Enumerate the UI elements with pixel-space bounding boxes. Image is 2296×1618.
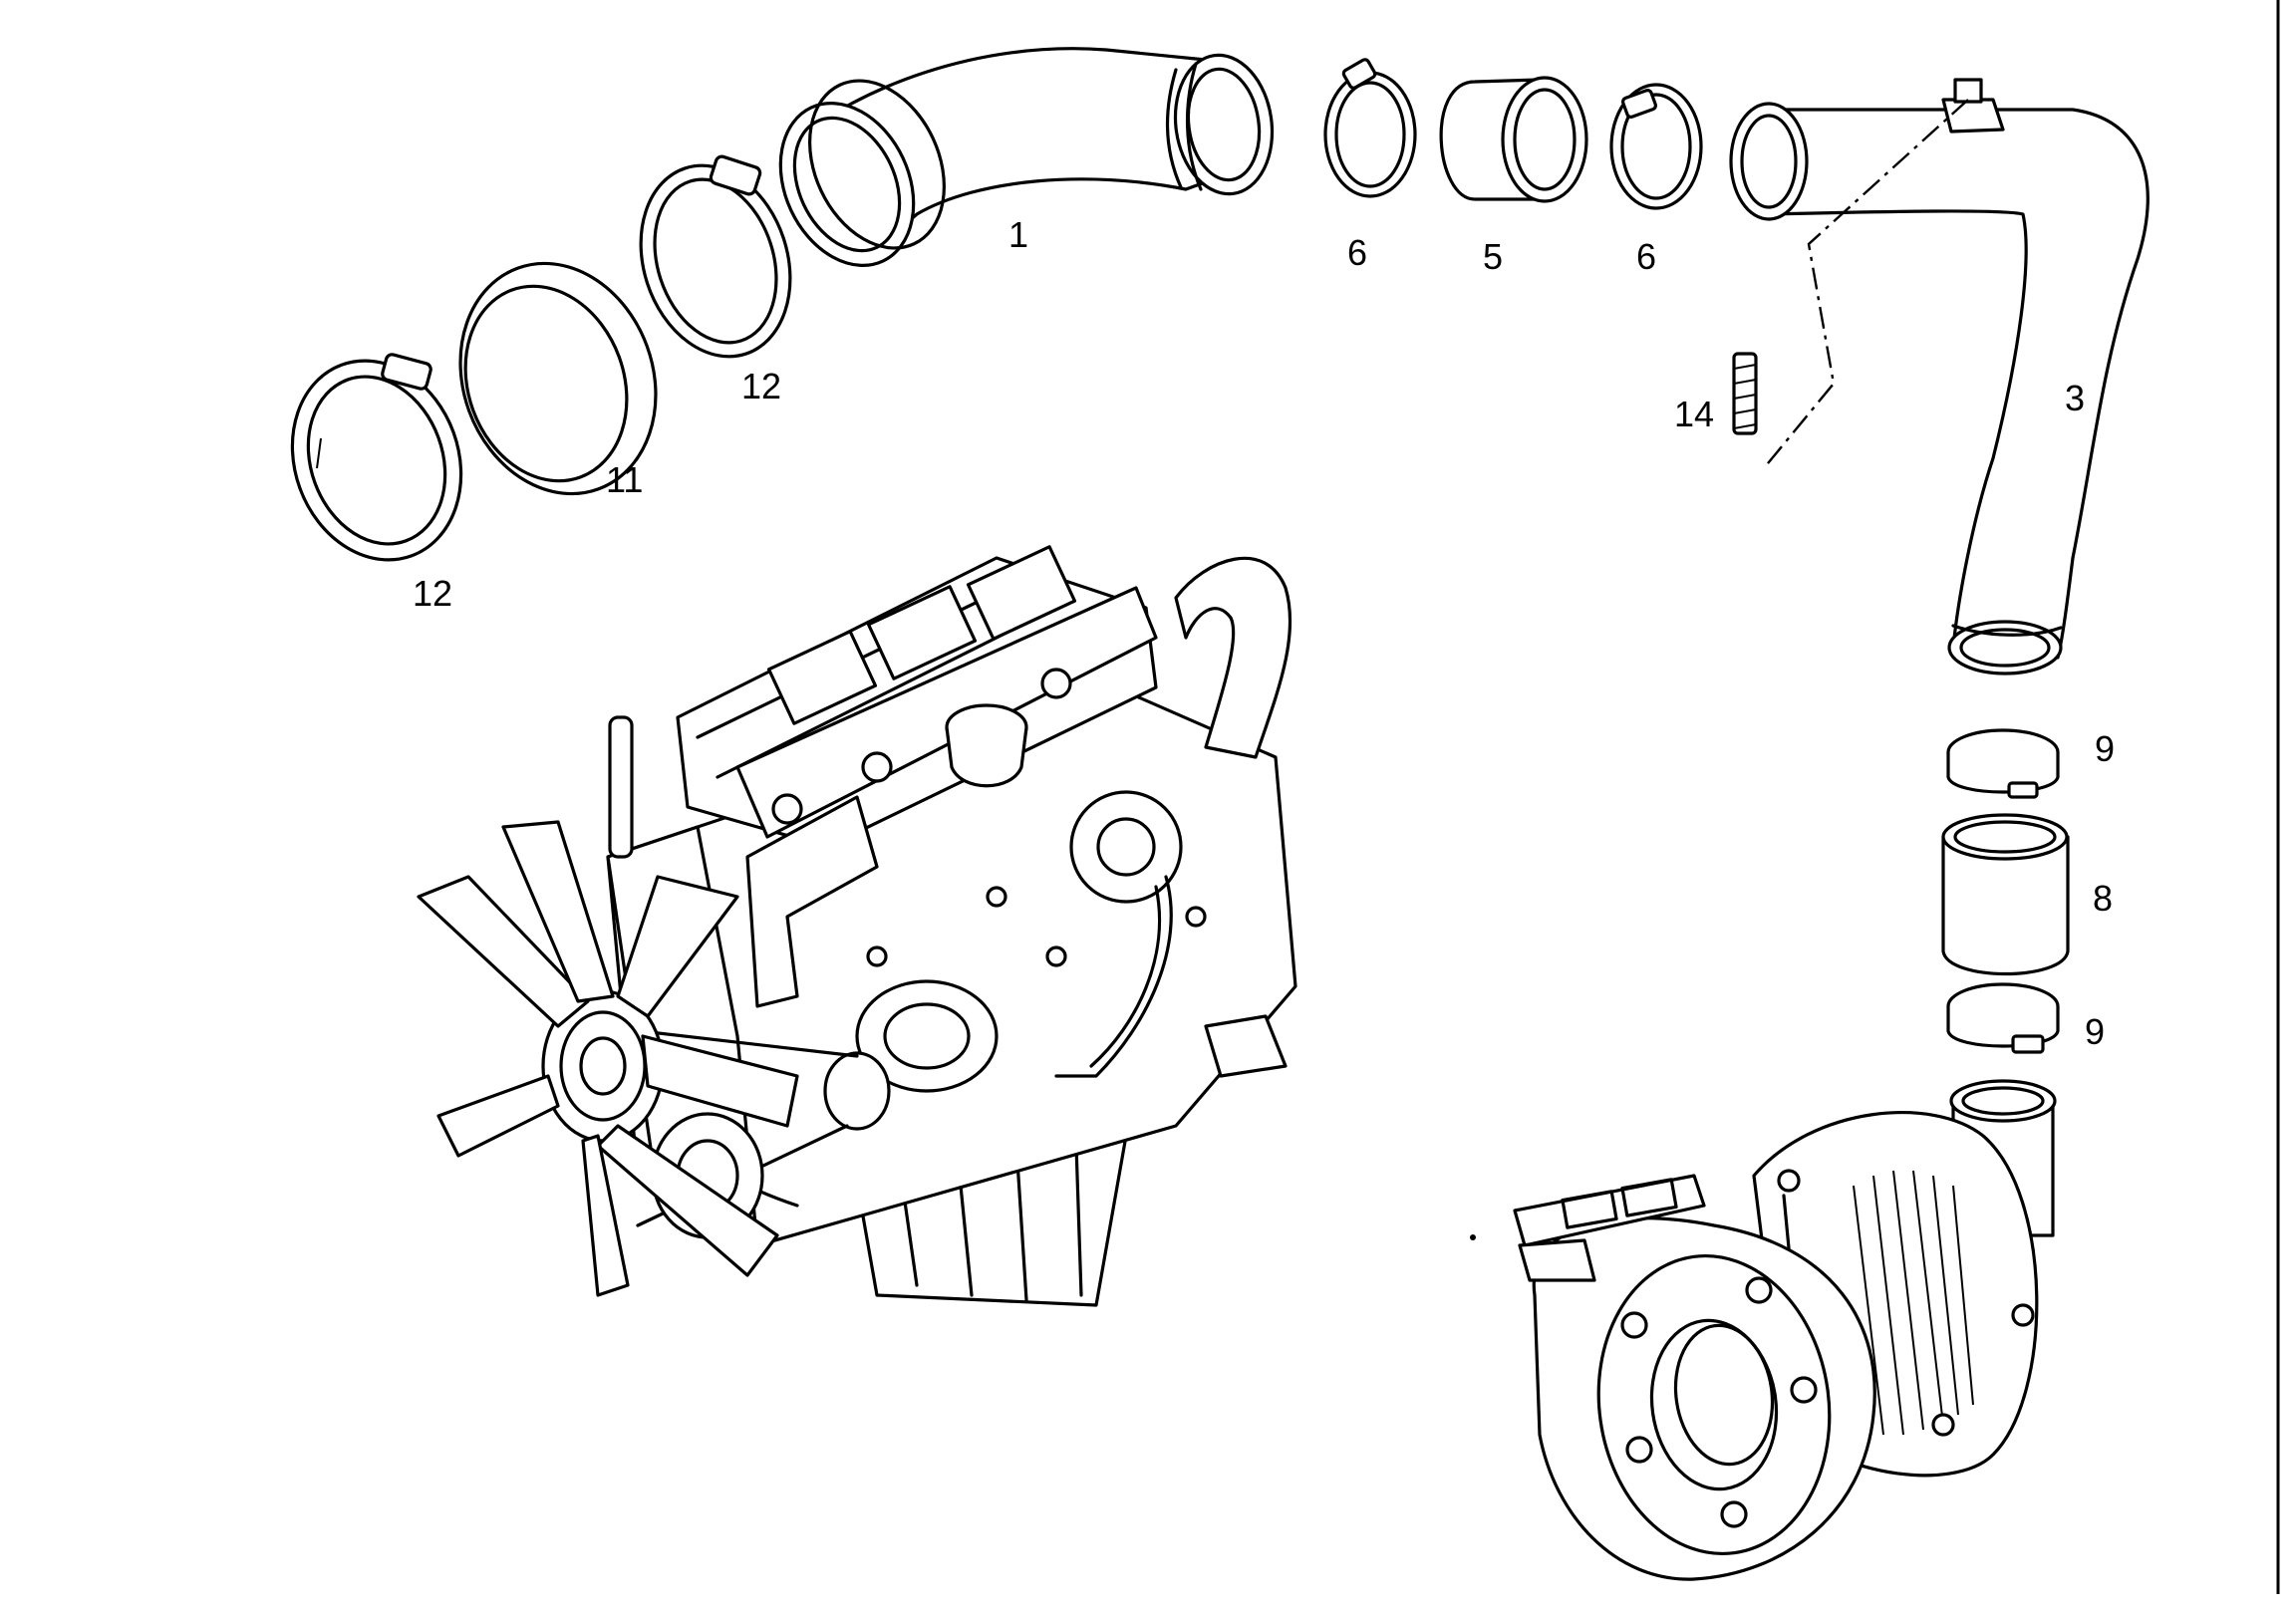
hose-clamp-12-upper	[639, 154, 792, 359]
connector-sleeve-11	[458, 261, 658, 496]
connector-sleeve-8	[1941, 813, 2070, 976]
callout-12-left: 12	[413, 573, 452, 614]
callout-12-upper: 12	[741, 366, 781, 406]
hose-clamp-9-upper	[1946, 728, 2060, 799]
stud-bolt-14	[1732, 352, 1758, 435]
hose-clamp-9-lower	[1946, 982, 2060, 1054]
callout-8: 8	[2093, 878, 2113, 919]
connector-sleeve-5	[1439, 76, 1588, 203]
callout-6-left: 6	[1347, 232, 1367, 273]
callout-1: 1	[1008, 214, 1028, 255]
callout-14: 14	[1674, 394, 1714, 434]
intake-hose-1	[778, 47, 1275, 267]
engine-assembly	[417, 545, 1297, 1307]
hose-clamp-12-left	[290, 353, 463, 562]
callout-6-right: 6	[1636, 236, 1656, 277]
hose-clamp-6-right	[1609, 83, 1703, 210]
scan-speck	[1470, 1234, 1476, 1240]
callout-9-lower: 9	[2085, 1011, 2105, 1052]
charge-air-pipe-3	[1729, 78, 2150, 675]
turbocharger	[1513, 1079, 2057, 1581]
callout-9-upper: 9	[2095, 728, 2115, 769]
stud-leader-line	[1763, 99, 1969, 469]
hose-clamp-6-left	[1323, 58, 1417, 198]
callout-3: 3	[2065, 378, 2085, 418]
callout-5: 5	[1483, 236, 1503, 277]
callout-11: 11	[606, 459, 643, 500]
